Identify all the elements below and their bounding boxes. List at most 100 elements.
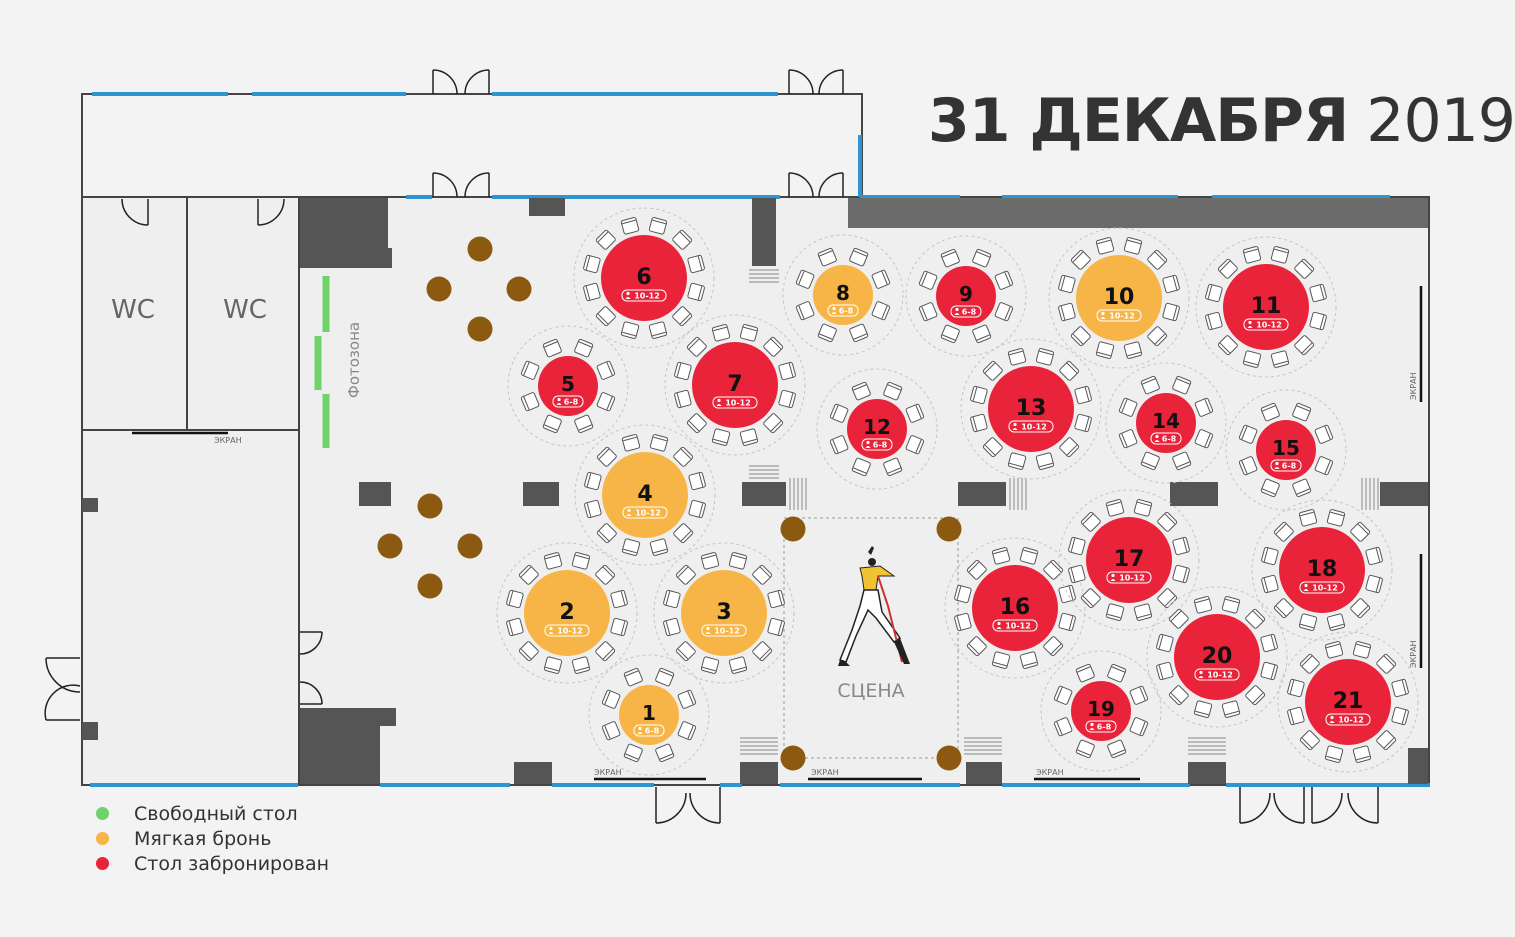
capacity-badge [1243,318,1289,331]
chair [574,338,594,358]
chair [1007,452,1027,470]
table-chairs [795,247,891,343]
person-icon-body [626,514,632,516]
chair [610,617,628,637]
decor-column [426,276,452,302]
date-day-month: 31 ДЕКАБРЯ [928,86,1349,156]
photo-zone-wall [314,276,330,448]
chair [620,321,640,339]
person-icon-body [637,732,643,734]
table-7[interactable]: 710-12 [664,314,806,456]
event-date-title: 31 ДЕКАБРЯ 2019 [928,86,1515,156]
chair [966,559,987,580]
chair [1123,341,1143,359]
table-capacity: 10-12 [1005,622,1031,631]
table-2[interactable]: 210-12 [496,542,638,684]
chair [674,361,692,381]
decor-column [467,236,493,262]
table-top [602,452,688,538]
chair [1242,246,1262,264]
chair [711,428,731,446]
chair [1068,564,1086,584]
chair [728,656,748,674]
table-9[interactable]: 96-8 [905,235,1027,357]
chair [672,229,693,250]
chair [583,282,601,302]
date-year: 2019 [1366,86,1515,156]
chair [687,282,705,302]
chair [767,589,785,609]
person-icon [1155,434,1159,439]
table-zone [588,654,710,776]
chair [686,413,707,434]
person-icon [1304,583,1308,588]
table-3[interactable]: 310-12 [653,542,795,684]
chair [620,217,640,235]
table-number: 3 [716,600,731,625]
table-15[interactable]: 156-8 [1225,389,1347,511]
person-icon-body [1198,676,1204,678]
chair [991,651,1011,669]
chair [918,270,938,290]
person-icon [1111,573,1115,578]
screen-label-bottom-1: ЭКРАН [594,768,622,777]
chair [972,248,992,268]
table-zone [1048,227,1190,369]
chair [1156,661,1174,681]
table-5[interactable]: 56-8 [507,325,629,447]
person-icon-body [548,632,554,634]
chair [954,612,972,632]
table-19[interactable]: 196-8 [1040,650,1162,772]
table-12[interactable]: 126-8 [816,368,938,490]
chair [1080,588,1101,609]
table-capacity: 6-8 [873,441,888,450]
capacity-badge [1106,571,1152,584]
chair [673,446,694,467]
table-chairs [674,324,796,446]
chair [1238,456,1258,476]
capacity-badge [621,289,667,302]
chair [596,392,616,412]
chair [1217,258,1238,279]
table-number: 16 [1000,595,1031,620]
table-capacity: 6-8 [839,307,854,316]
chair [1292,478,1312,498]
table-1[interactable]: 16-8 [588,654,710,776]
capacity-badge [1096,309,1142,322]
chair [1133,499,1153,517]
chair [982,437,1003,458]
chair [1299,653,1320,674]
person-icon [866,440,870,445]
chair [1350,598,1371,619]
person-icon [706,626,710,631]
chair [621,434,641,452]
chair [1287,706,1305,726]
table-6[interactable]: 610-12 [573,207,715,349]
decor-column [417,573,443,599]
table-14[interactable]: 146-8 [1105,362,1227,484]
chair [940,324,960,344]
person-icon-body [1329,721,1335,723]
chair [1194,429,1214,449]
screen-label-bottom-3: ЭКРАН [1036,768,1064,777]
person-icon [626,291,630,296]
table-4[interactable]: 410-12 [574,424,716,566]
legend-booked-dot [96,857,109,870]
table-top [1174,614,1260,700]
chair [1309,311,1327,331]
table-8[interactable]: 86-8 [782,234,904,356]
table-16[interactable]: 16 10-12 [944,537,1086,679]
table-capacity: 10-12 [1021,423,1047,432]
decor-column [457,533,483,559]
table-number: 18 [1307,557,1338,582]
doors [44,69,1379,824]
chair [584,499,602,519]
stage-area [783,517,959,759]
